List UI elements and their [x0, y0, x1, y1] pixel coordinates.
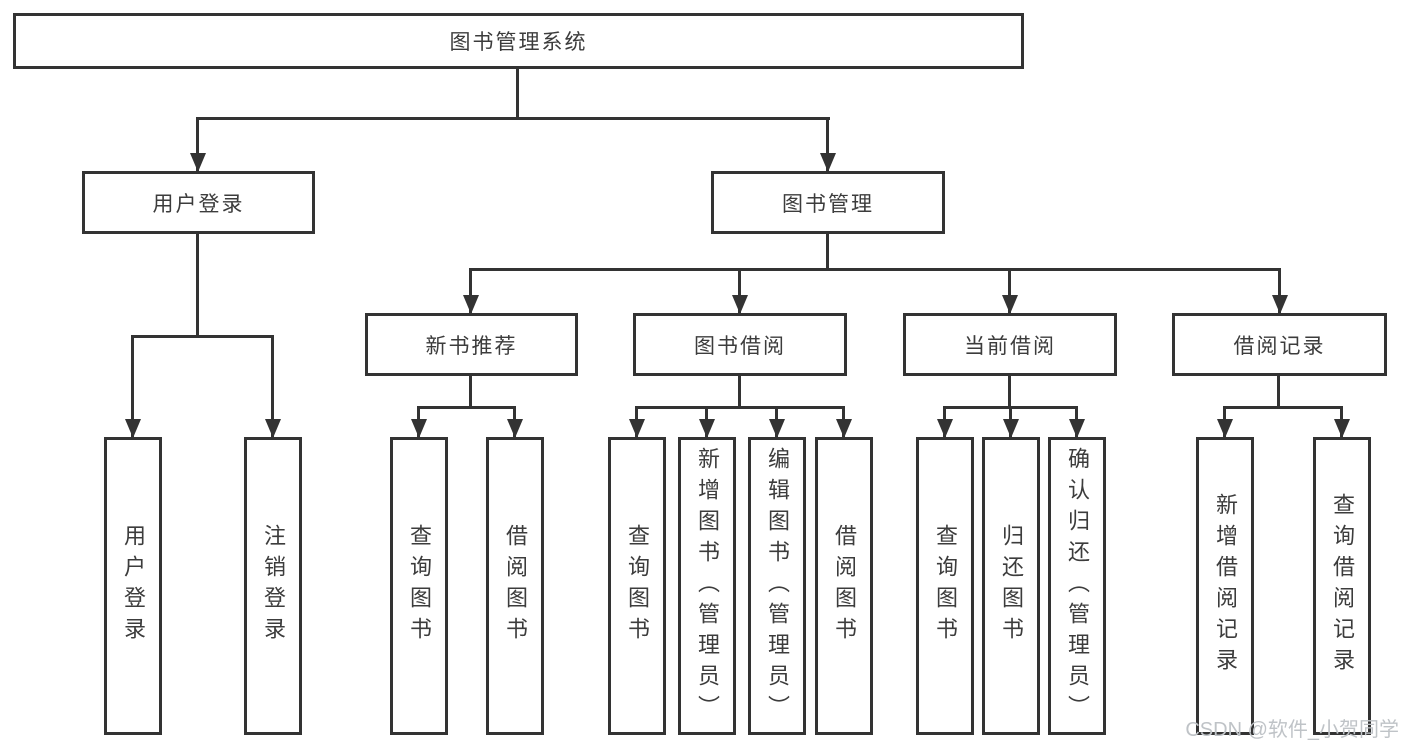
- connector-arrow-bb-query: [635, 406, 638, 437]
- leaf-record-query-label: 查询借阅记录: [1330, 493, 1355, 679]
- connector-arrow-login-leaf: [131, 335, 134, 437]
- node-current-borrow-label: 当前借阅: [964, 334, 1056, 358]
- leaf-newbook-borrow: 借阅图书: [486, 437, 544, 735]
- connector-arrow-cb-query: [943, 406, 946, 437]
- leaf-currentborrow-return-label: 归还图书: [999, 524, 1024, 648]
- connector-new-book-stem: [469, 376, 472, 406]
- leaf-bookborrow-query-label: 查询图书: [625, 524, 650, 648]
- node-book-borrow-label: 图书借阅: [694, 334, 786, 358]
- leaf-bookborrow-query: 查询图书: [608, 437, 666, 735]
- node-user-login-branch: 用户登录: [82, 171, 315, 234]
- connector-arrow-nb-query: [417, 406, 420, 437]
- leaf-user-login-label: 用户登录: [121, 524, 146, 648]
- connector-book-borrow-hbar: [635, 406, 845, 409]
- leaf-newbook-borrow-label: 借阅图书: [503, 524, 528, 648]
- connector-root-hbar: [196, 117, 830, 120]
- connector-arrow-nb-borrow: [513, 406, 516, 437]
- connector-arrow-bb-edit: [775, 406, 778, 437]
- leaf-record-add-label: 新增借阅记录: [1213, 493, 1238, 679]
- node-book-mgmt-branch: 图书管理: [711, 171, 945, 234]
- connector-book-borrow-stem: [738, 376, 741, 406]
- connector-arrow-cb-return: [1009, 406, 1012, 437]
- leaf-bookborrow-borrow: 借阅图书: [815, 437, 873, 735]
- connector-borrow-record-hbar: [1223, 406, 1343, 409]
- connector-user-login-stem: [196, 234, 199, 335]
- leaf-logout-label: 注销登录: [261, 524, 286, 648]
- leaf-currentborrow-confirm-label: 确认归还（管理员）: [1065, 446, 1090, 726]
- node-new-book-label: 新书推荐: [425, 334, 518, 358]
- node-new-book-module: 新书推荐: [365, 313, 578, 376]
- connector-arrow-cb-confirm: [1075, 406, 1078, 437]
- leaf-bookborrow-add: 新增图书（管理员）: [678, 437, 736, 735]
- leaf-currentborrow-query-label: 查询图书: [933, 524, 958, 648]
- connector-arrow-borrow-record: [1278, 268, 1281, 313]
- leaf-record-query: 查询借阅记录: [1313, 437, 1371, 735]
- node-user-login-branch-label: 用户登录: [152, 192, 245, 216]
- leaf-bookborrow-edit: 编辑图书（管理员）: [748, 437, 806, 735]
- node-root: 图书管理系统: [13, 13, 1024, 69]
- leaf-bookborrow-edit-label: 编辑图书（管理员）: [765, 446, 790, 726]
- csdn-watermark: CSDN @软件_小贺同学: [1185, 719, 1399, 741]
- node-borrow-record-module: 借阅记录: [1172, 313, 1387, 376]
- leaf-newbook-query-label: 查询图书: [407, 524, 432, 648]
- leaf-newbook-query: 查询图书: [390, 437, 448, 735]
- connector-root-stem: [516, 69, 519, 117]
- connector-user-login-hbar: [131, 335, 274, 338]
- node-book-mgmt-branch-label: 图书管理: [782, 192, 874, 216]
- connector-arrow-bb-add: [705, 406, 708, 437]
- connector-arrow-bb-borrow: [842, 406, 845, 437]
- leaf-bookborrow-borrow-label: 借阅图书: [832, 524, 857, 648]
- leaf-currentborrow-query: 查询图书: [916, 437, 974, 735]
- connector-arrow-logout-leaf: [271, 335, 274, 437]
- connector-arrow-book-mgmt: [826, 117, 829, 171]
- connector-arrow-book-borrow: [738, 268, 741, 313]
- connector-arrow-br-query: [1340, 406, 1343, 437]
- connector-arrow-current-borrow: [1008, 268, 1011, 313]
- leaf-bookborrow-add-label: 新增图书（管理员）: [695, 446, 720, 726]
- node-book-borrow-module: 图书借阅: [633, 313, 847, 376]
- connector-new-book-hbar: [417, 406, 516, 409]
- connector-book-mgmt-stem: [826, 234, 829, 268]
- connector-book-mgmt-hbar: [469, 268, 1281, 271]
- leaf-currentborrow-confirm: 确认归还（管理员）: [1048, 437, 1106, 735]
- connector-arrow-new-book: [469, 268, 472, 313]
- node-root-label: 图书管理系统: [449, 31, 588, 54]
- connector-current-borrow-stem: [1008, 376, 1011, 406]
- connector-arrow-user-login: [196, 117, 199, 171]
- leaf-logout: 注销登录: [244, 437, 302, 735]
- node-borrow-record-label: 借阅记录: [1233, 334, 1326, 358]
- connector-borrow-record-stem: [1277, 376, 1280, 406]
- leaf-record-add: 新增借阅记录: [1196, 437, 1254, 735]
- connector-arrow-br-add: [1223, 406, 1226, 437]
- leaf-user-login: 用户登录: [104, 437, 162, 735]
- leaf-currentborrow-return: 归还图书: [982, 437, 1040, 735]
- node-current-borrow-module: 当前借阅: [903, 313, 1117, 376]
